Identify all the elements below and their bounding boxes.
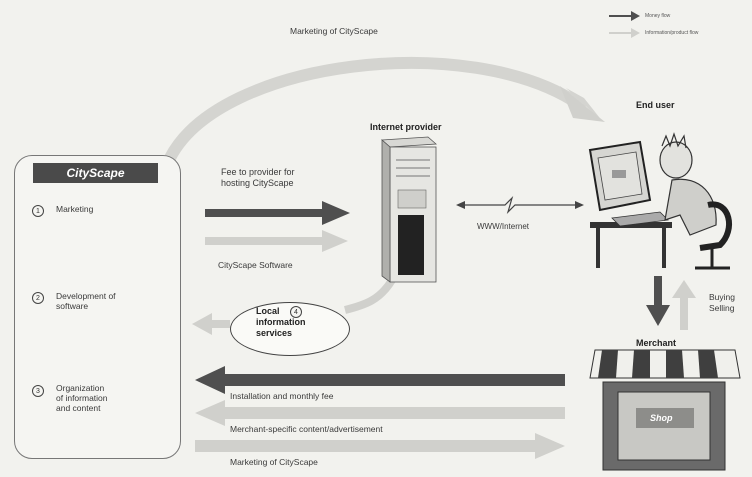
buying-selling-label: Buying Selling: [709, 292, 735, 313]
merchant-label: Merchant: [636, 338, 677, 348]
cityscape-brand: CityScape: [33, 163, 158, 183]
marketing-bottom-label: Marketing of CityScape: [230, 457, 318, 467]
end-user-label: End user: [636, 100, 675, 110]
software-arrow: [205, 230, 348, 252]
end-user-illustration: [588, 132, 732, 270]
provider-to-local-curve: [344, 277, 396, 314]
item-marketing: Marketing: [56, 204, 94, 214]
fee-to-provider-label: Fee to provider for hosting CityScape: [221, 167, 295, 188]
local-info-number: 4: [290, 306, 302, 318]
item-organization: Organization of information and content: [56, 383, 108, 413]
software-label: CityScape Software: [218, 260, 293, 270]
server-illustration: [381, 136, 437, 283]
marketing-bottom-arrow: [195, 433, 565, 459]
legend-arrows: [609, 11, 640, 38]
top-marketing-arc-arrowhead: [560, 86, 605, 122]
installation-arrow: [195, 366, 565, 394]
selling-up-arrow: [672, 280, 696, 330]
installation-fee-label: Installation and monthly fee: [230, 391, 334, 401]
merchant-content-label: Merchant-specific content/advertisement: [230, 424, 383, 434]
merchant-content-arrow: [195, 400, 565, 426]
buying-down-arrow: [646, 276, 670, 326]
item-number-3: 3: [32, 385, 44, 397]
top-marketing-arc: [164, 56, 586, 164]
www-label: WWW/Internet: [477, 222, 530, 231]
fee-arrow: [205, 201, 350, 225]
shop-illustration: [589, 349, 741, 471]
item-number-1: 1: [32, 205, 44, 217]
legend-money-label: Money flow: [645, 13, 671, 19]
local-info-arrow: [192, 313, 230, 335]
top-arc-label: Marketing of CityScape: [290, 26, 378, 36]
item-development: Development of software: [56, 291, 116, 311]
legend-money-arrow: [609, 11, 640, 21]
www-arrow-right: [575, 201, 584, 209]
local-info-label: Local information services: [256, 306, 306, 338]
legend-info-label: Information/product flow: [645, 30, 699, 36]
item-number-2: 2: [32, 292, 44, 304]
shop-sign: Shop: [650, 413, 673, 423]
legend-info-arrow: [609, 28, 640, 38]
internet-provider-label: Internet provider: [370, 122, 442, 132]
www-arrow-left: [456, 201, 465, 209]
www-link: [462, 195, 578, 215]
